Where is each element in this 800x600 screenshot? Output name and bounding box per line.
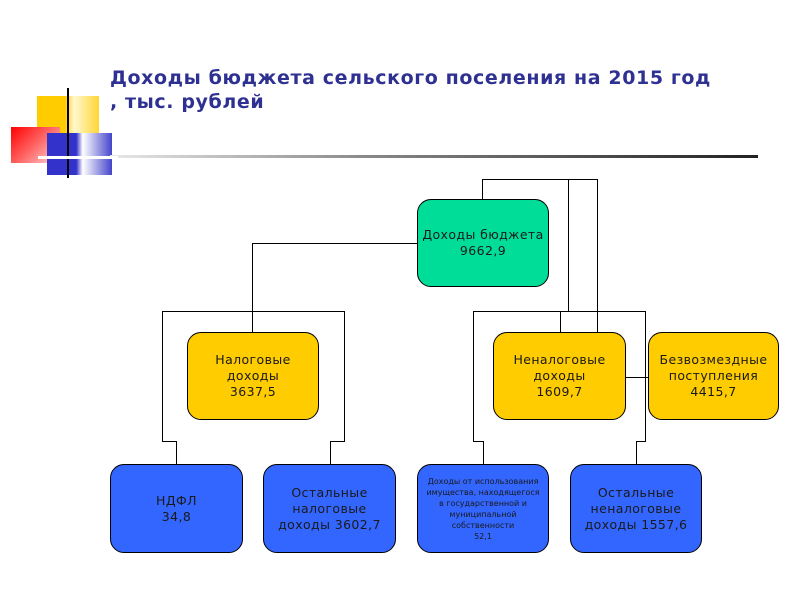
connector <box>636 441 646 442</box>
node-budget-revenue[interactable]: Доходы бюджета 9662,9 <box>417 199 549 287</box>
connector <box>645 311 646 442</box>
connector <box>560 311 561 332</box>
node-other-tax[interactable]: Остальные налоговые доходы 3602,7 <box>263 464 396 553</box>
node-value: 52,1 <box>474 531 492 541</box>
node-label: НДФЛ <box>156 492 197 508</box>
connector <box>252 243 253 332</box>
node-value: 34,8 <box>161 508 192 524</box>
node-label: Остальные налоговые доходы 3602,7 <box>278 484 381 532</box>
connector <box>330 441 331 464</box>
connector <box>162 441 177 442</box>
connector <box>473 311 646 312</box>
connector <box>568 179 569 311</box>
node-tax-revenue[interactable]: Налоговые доходы 3637,5 <box>187 332 319 420</box>
node-value: 1609,7 <box>536 384 583 399</box>
node-label: Безвозмездные поступления <box>659 352 768 383</box>
node-label: Доходы от использования имущества, наход… <box>426 476 540 530</box>
node-value: 4415,7 <box>690 384 737 399</box>
connector <box>482 179 598 180</box>
connector <box>344 311 345 442</box>
slide-title: Доходы бюджета сельского поселения на 20… <box>110 67 712 113</box>
connector <box>597 179 598 332</box>
node-property-income[interactable]: Доходы от использования имущества, наход… <box>417 464 549 553</box>
connector <box>636 441 637 464</box>
node-ndfl[interactable]: НДФЛ 34,8 <box>110 464 243 553</box>
node-label: Налоговые доходы <box>215 352 291 383</box>
connector <box>162 311 345 312</box>
connector <box>483 441 484 464</box>
decor-blue-square <box>47 133 112 175</box>
node-label: Остальные неналоговые доходы 1557,6 <box>584 484 688 532</box>
connector <box>625 377 648 378</box>
node-label: Неналоговые доходы <box>513 352 606 383</box>
connector <box>330 441 345 442</box>
connector <box>176 441 177 464</box>
connector <box>252 243 418 244</box>
node-label: Доходы бюджета <box>422 227 544 242</box>
node-value: 3637,5 <box>229 384 277 399</box>
node-value: 9662,9 <box>459 243 507 258</box>
connector <box>473 441 484 442</box>
decor-white-line <box>38 156 118 159</box>
node-other-nontax[interactable]: Остальные неналоговые доходы 1557,6 <box>570 464 702 553</box>
decor-vertical-line <box>67 88 69 178</box>
node-gratuitous-receipts[interactable]: Безвозмездные поступления 4415,7 <box>648 332 779 420</box>
connector <box>473 311 474 442</box>
title-underline <box>110 155 758 158</box>
node-nontax-revenue[interactable]: Неналоговые доходы 1609,7 <box>493 332 626 420</box>
connector <box>482 179 483 200</box>
connector <box>162 311 163 442</box>
